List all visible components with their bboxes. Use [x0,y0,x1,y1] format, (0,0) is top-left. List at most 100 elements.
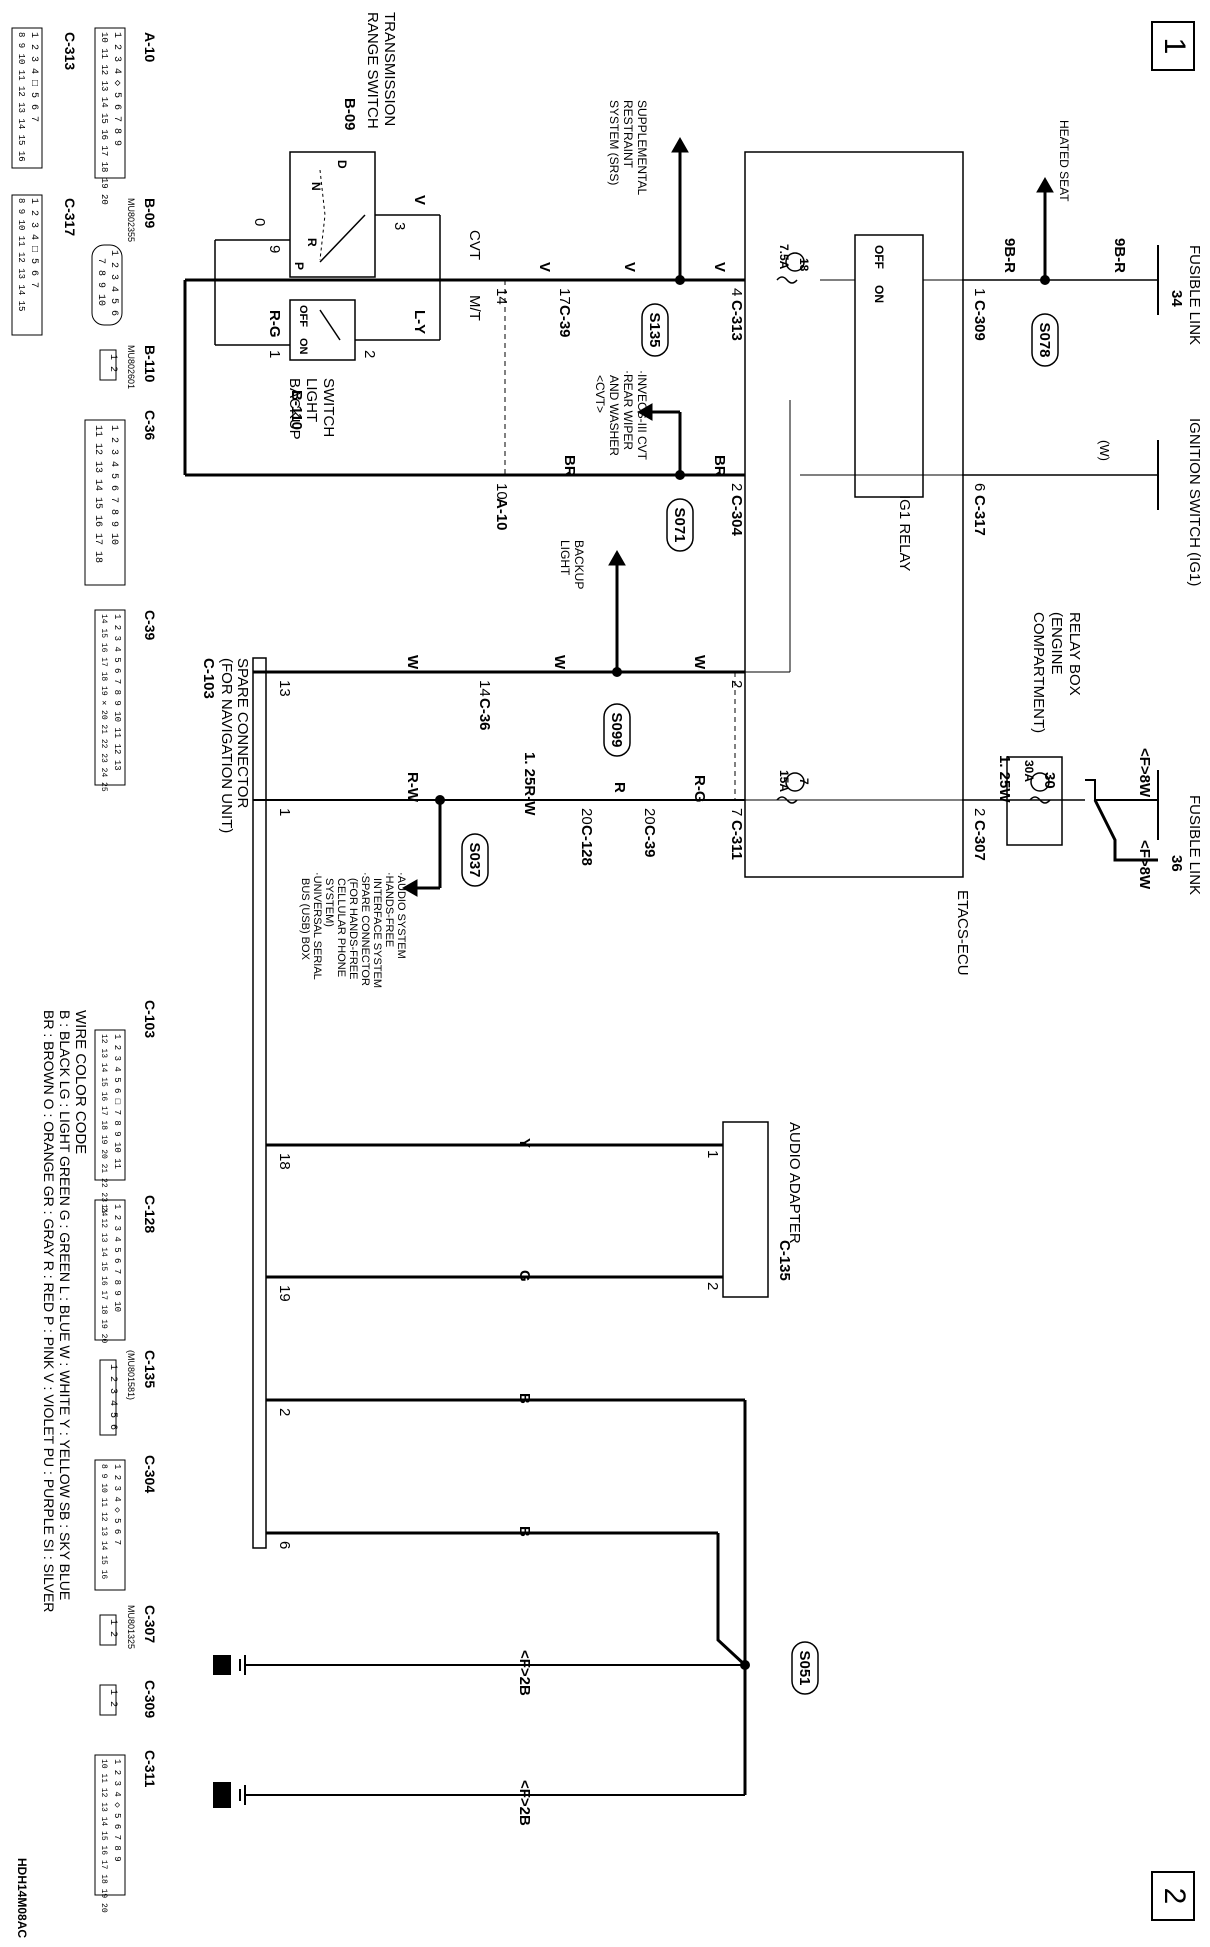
connector-view-c309: C-309 1 2 [99,1680,158,1718]
connector-view-c313-row2: 8 9 10 11 12 13 14 15 16 [16,32,26,162]
relay-box-title-3: COMPARTMENT) [1030,612,1047,733]
pin-tr-9: 9 [266,245,283,253]
conn-c128: C-128 [578,825,595,866]
invecs-line-1: ·INVECS-III CVT [635,370,649,461]
invecs-line-2: ·REAR WIPER [621,370,635,450]
connector-view-b110-label: B-110 [142,345,158,383]
connector-view-b09: B-09 MU802355 1 2 3 4 5 6 7 8 9 10 [91,198,158,326]
pin-c103-18: 18 [276,1153,293,1170]
wire-label-br2: BR [561,455,578,477]
relay-off: OFF [872,245,886,269]
label-mt: M/T [466,295,483,321]
wire-label-w1: W [691,655,708,670]
conn-c135: C-135 [776,1240,793,1281]
audio-list-4: ·SPARE CONNECTOR [359,872,371,986]
trans-pos-r: R [305,238,319,247]
connector-view-c307-label: C-307 [142,1605,158,1643]
pin-tr-3: 3 [391,222,408,230]
wire-label-125w: 1. 25W [996,755,1013,803]
fuse7-number: 7 [797,778,811,785]
ground-4-label: 4 [212,1659,229,1668]
backup-light-line-2: LIGHT [558,540,572,576]
relay-box-title-2: (ENGINE [1048,612,1065,675]
connector-view-c307-part: MU801325 [126,1605,136,1649]
pin-20-c39: 20 [641,808,658,825]
wire-label-y: Y [516,1138,533,1148]
backup-light-line-1: BACKUP [572,540,586,589]
fuses [776,252,1051,804]
wire-label-rg2: R-G [266,310,283,338]
drawing-code: HDH14M08AC [15,1858,29,1938]
trans-pos-d: D [335,160,349,169]
wire-label-b1: B [516,1393,533,1404]
connector-view-c304-row1: 1 2 3 4 ◇ 5 6 7 [112,1464,122,1545]
spare-connector-title-1: SPARE CONNECTOR [234,658,251,808]
conn-b09: B-09 [341,98,358,131]
pin-bl-1: 1 [266,350,283,358]
spare-connector-title-2: (FOR NAVIGATION UNIT) [218,658,235,833]
pin-2-etacs: 2 [728,680,745,688]
ground-4: 4 [212,1655,231,1675]
relay-box-fuse-no: 30 [1041,772,1058,789]
conn-c39-a: C-39 [556,305,573,338]
fuse18-rating: 7.5A [777,244,791,270]
page-marker-2-text: 2 [1158,1888,1191,1905]
wire-label-125rw: 1. 25R-W [521,752,538,816]
conn-c317: C-317 [971,495,988,536]
etacs-label: ETACS-ECU [954,890,971,976]
connector-view-a10-label: A-10 [142,32,158,63]
fusible-link-34-title: FUSIBLE LINK [1186,245,1203,345]
wire-color-code-row-2: BR : BROWN O : ORANGE GR : GRAY R : RED … [41,1010,57,1612]
ground-15-label: 15 [213,1784,228,1798]
connector-view-c39-row2: 14 15 16 17 18 19 ✕ 20 21 22 23 24 25 [99,614,108,792]
splice-s071: S071 [671,507,688,542]
connector-view-a10-row1: 1 2 3 4 ◇ 5 6 7 8 9 [111,32,122,146]
diagram-labels: FUSIBLE LINK 34 IGNITION SWITCH (IG1) (W… [15,12,1203,1938]
ignition-switch-title: IGNITION SWITCH (IG1) [1186,418,1203,586]
backup-switch-on: ON [297,338,309,355]
srs-line-2: RESTRAINT [621,100,635,169]
wire-label-rg1: R-G [691,775,708,803]
wire-label-f2b2: <F>2B [516,1780,533,1826]
invecs-line-3: AND WASHER [607,375,621,456]
page-marker-1: 1 [1151,21,1195,71]
conn-a10: A-10 [493,498,510,531]
srs-line-1: SUPPLEMENTAL [635,100,649,195]
pin-14-c36: 14 [476,680,493,697]
wire-label-f2b1: <F>2B [516,1650,533,1696]
splice-s078: S078 [1036,322,1053,357]
connector-view-c128: C-128 1 2 3 4 5 6 7 8 9 10 11 12 13 14 1… [94,1195,158,1343]
conn-c307: C-307 [971,820,988,861]
connector-view-c309-label: C-309 [142,1680,158,1718]
pin-c103-2: 2 [276,1408,293,1416]
connector-view-c128-row2: 11 12 13 14 15 16 17 18 19 20 [99,1204,108,1343]
connector-view-c135: C-135 (MU801581) 1 2 3 4 5 6 [99,1350,158,1436]
wire-label-b2: B [516,1526,533,1537]
connector-view-c135-row1: 1 2 3 4 5 6 [107,1364,118,1430]
connector-view-c317-row2: 8 9 10 11 12 13 14 15 [16,198,26,311]
connector-view-c128-row1: 1 2 3 4 5 6 7 8 9 10 [112,1204,122,1312]
wire-label-w3: W [404,655,421,670]
relay-box-fuse-rating: 30A [1022,760,1036,782]
connector-view-c313-label: C-313 [62,32,78,70]
wire-label-g: G [516,1270,533,1282]
backup-switch-off: OFF [297,305,309,327]
fusible-link-34-number: 34 [1168,290,1185,307]
conn-c309: C-309 [971,300,988,341]
audio-list-9: BUS (USB) BOX [299,878,311,961]
pin-c103-6: 6 [276,1541,293,1549]
conn-c39-b: C-39 [641,825,658,858]
pin-tr-0: 0 [251,218,268,226]
wire-label-ly: L-Y [411,310,428,334]
conn-c304: C-304 [728,495,745,537]
connector-view-b110-part: MU802601 [126,345,136,389]
connector-view-c103: C-103 1 2 3 4 5 6 □ 7 8 9 10 11 12 13 14… [94,1000,158,1217]
pin-1-c309: 1 [971,288,988,296]
pin-7-c311: 7 [728,808,745,816]
fusible-link-36-title: FUSIBLE LINK [1186,795,1203,895]
backup-switch-title-2: LIGHT [303,378,320,422]
pin-6-c317: 6 [971,483,988,491]
wire-label-9br-a: 9B-R [1111,238,1128,273]
wire-label-w2: W [551,655,568,670]
